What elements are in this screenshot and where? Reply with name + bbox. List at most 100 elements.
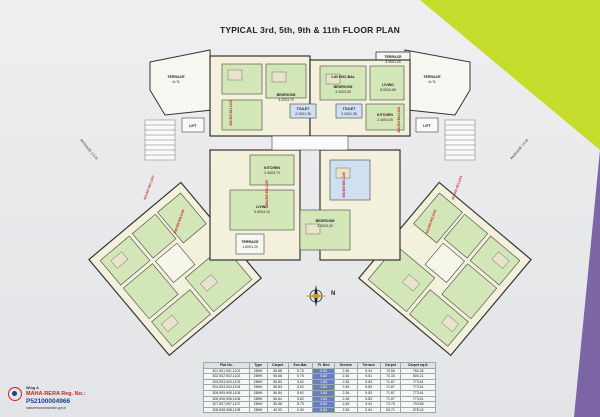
table-cell: 5.75 xyxy=(287,401,314,408)
table-header: Carpet xyxy=(379,362,402,369)
table-header: Enc.Bal. xyxy=(287,362,314,369)
table-cell: 74.33 xyxy=(379,373,402,380)
table-cell: 2BHK xyxy=(248,373,268,380)
label-living-center-dim: 5.60X4.10 xyxy=(254,210,270,214)
decorative-purple-band xyxy=(540,0,600,417)
table-cell: 2.36 xyxy=(333,395,358,403)
label-terrace-right-dim: A / B xyxy=(428,80,436,84)
table-cell: 5.75 xyxy=(287,373,314,380)
table-cell: 578.24 xyxy=(400,406,436,414)
table-cell: 5.62 xyxy=(287,390,314,397)
table-cell: 0.00 xyxy=(287,406,314,414)
label-kitchen-center-dim: 2.40X3.70 xyxy=(264,171,280,175)
flat-label-f7: 301,501 901,1101 xyxy=(451,175,464,201)
table-cell: 5.75 xyxy=(287,367,314,375)
table-cell: 71.87 xyxy=(379,378,402,386)
label-living-center: LIVING xyxy=(256,205,268,209)
rera-wing: Wing A xyxy=(26,386,39,390)
table-cell: 5.62 xyxy=(287,378,314,386)
table-cell: 773.61 xyxy=(400,395,436,403)
table-cell: 71.87 xyxy=(379,384,402,391)
label-kitchen-top-right-dim: 2.40X3.05 xyxy=(377,118,393,122)
table-cell: 2BHK xyxy=(248,390,268,397)
label-terrace-right: TERRACE xyxy=(423,75,441,79)
label-toilet-top-left: TOILET xyxy=(297,107,311,111)
table-cell: 5.62 xyxy=(287,395,314,403)
table-header: Carpet sq.ft. xyxy=(400,362,436,369)
staircase-left xyxy=(144,119,176,161)
table-cell: 73.75 xyxy=(379,401,402,408)
label-terrace-left-dim: A / B xyxy=(172,80,180,84)
table-cell: 2BHK xyxy=(248,367,268,375)
label-bedroom-center: BEDROOM xyxy=(316,219,335,223)
label-passage-left: PASSAGE 1.5 M xyxy=(79,138,98,160)
label-terrace-top: TERRACE xyxy=(384,55,402,59)
rera-number: P52100004966 xyxy=(26,398,71,405)
table-cell: 71.87 xyxy=(379,395,402,403)
label-lift-right: LIFT xyxy=(423,124,431,128)
label-bedroom-top-right-dim: 3.20X3.05 xyxy=(335,90,351,94)
flat-label-f2: 304,504 904,1104 xyxy=(397,107,401,133)
table-cell: 0.64 xyxy=(356,406,381,414)
table-cell: 2.36 xyxy=(333,378,358,386)
table-cell: 71.87 xyxy=(379,390,402,397)
label-enc-bal-top: 1.80 ENC.BAL xyxy=(331,75,356,79)
table-cell: 0.82 xyxy=(312,406,335,414)
label-toilet-top-right-dim: 2.20X1.35 xyxy=(341,112,357,116)
table-cell: 2BHK xyxy=(248,378,268,386)
label-terrace-top-dim: 3.00X1.20 xyxy=(385,60,401,64)
label-bedroom-top-right: BEDROOM xyxy=(334,85,353,89)
table-cell: 773.61 xyxy=(400,390,436,397)
table-cell: 760.26 xyxy=(400,367,436,375)
flat-label-f4: 306,506 906,1106 xyxy=(342,172,346,198)
table-cell: 2.36 xyxy=(333,390,358,397)
label-kitchen-top-right: KITCHEN xyxy=(377,113,393,117)
table-cell: 793.85 xyxy=(400,401,436,408)
rera-site: maharera.mahaonline.gov.in xyxy=(26,406,67,410)
table-cell: 2.36 xyxy=(333,406,358,414)
rera-label: MAHA-RERA Reg. No.: xyxy=(26,391,86,397)
table-cell: 308,508,908,1108 xyxy=(203,406,250,414)
table-cell: 773.61 xyxy=(400,378,436,386)
table-cell: 800.21 xyxy=(400,373,436,380)
flat-label-f3: 305,505 905,1105 xyxy=(265,180,269,206)
label-toilet-top-right: TOILET xyxy=(343,107,357,111)
label-passage-right: PASSAGE 1.5 M xyxy=(510,138,529,160)
label-toilet-top-left-dim: 2.20X1.35 xyxy=(295,112,311,116)
rera-registration: Wing A MAHA-RERA Reg. No.: P52100004966 … xyxy=(8,381,108,411)
table-cell: 2.36 xyxy=(333,384,358,391)
label-living-top-right-dim: 5.00X3.65 xyxy=(380,88,396,92)
flat-label-f1: 303,503 903,1103 xyxy=(229,100,233,126)
table-cell: 2.36 xyxy=(333,401,358,408)
table-header-row: Flat No. Type Carpet Enc.Bal. Fl. Bed Se… xyxy=(203,362,436,369)
label-bedroom-top-left-dim: 3.20X3.70 xyxy=(278,98,294,102)
table-cell: 5.62 xyxy=(287,384,314,391)
maharera-logo-icon xyxy=(8,387,22,401)
table-cell: 2.36 xyxy=(333,367,358,375)
table-cell: 53.71 xyxy=(379,406,402,414)
label-living-top-right: LIVING xyxy=(382,83,394,87)
table-cell: 2BHK xyxy=(248,406,268,414)
table-cell: 2BHK xyxy=(248,401,268,408)
table-cell: 49.93 xyxy=(266,406,289,414)
area-statement-table: Flat No. Type Carpet Enc.Bal. Fl. Bed Se… xyxy=(203,362,436,414)
compass-north-label: N xyxy=(331,291,336,297)
label-terrace-center: TERRACE xyxy=(241,240,259,244)
staircase-right xyxy=(444,119,476,161)
table-cell: 2BHK xyxy=(248,395,268,403)
table-cell: 70.58 xyxy=(379,367,402,375)
label-bedroom-top-left: BEDROOM xyxy=(277,93,296,97)
label-lift-left: LIFT xyxy=(189,124,197,128)
compass-icon xyxy=(305,285,327,307)
label-terrace-left: TERRACE xyxy=(167,75,185,79)
